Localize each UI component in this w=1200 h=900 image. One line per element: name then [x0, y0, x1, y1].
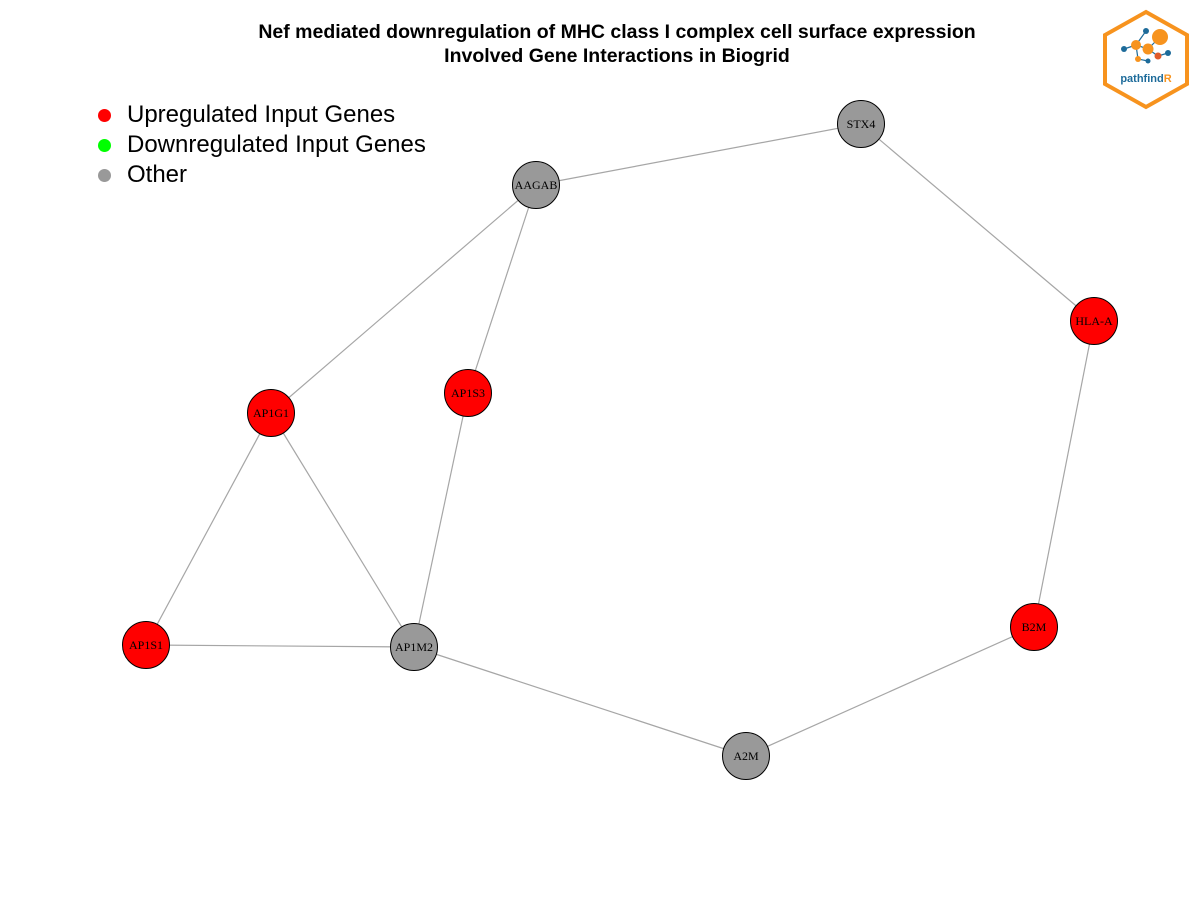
node-a2m: A2M: [722, 732, 770, 780]
node-circle-ap1s3: [444, 369, 492, 417]
node-label-ap1g1: AP1G1: [253, 406, 289, 420]
node-circle-ap1m2: [390, 623, 438, 671]
edge-aagab-ap1g1: [270, 184, 537, 414]
node-label-hla-a: HLA-A: [1075, 314, 1113, 328]
node-circle-ap1s1: [122, 621, 170, 669]
svg-text:pathfindR: pathfindR: [1120, 73, 1171, 85]
edge-ap1g1-ap1s1: [145, 412, 272, 646]
legend-item-upregulated: Upregulated Input Genes: [98, 100, 426, 130]
legend-label-other: Other: [127, 161, 188, 188]
legend-label-upregulated: Upregulated Input Genes: [127, 101, 396, 128]
legend-label-downregulated: Downregulated Input Genes: [127, 131, 426, 158]
node-label-aagab: AAGAB: [515, 178, 558, 192]
logo-text-main: pathfind: [1120, 73, 1163, 85]
edge-ap1g1-ap1m2: [270, 412, 415, 648]
node-circle-aagab: [512, 161, 560, 209]
node-stx4: STX4: [837, 100, 885, 148]
edge-ap1s1-ap1m2: [145, 644, 415, 648]
node-b2m: B2M: [1010, 603, 1058, 651]
legend: Upregulated Input Genes Downregulated In…: [98, 100, 426, 190]
node-label-b2m: B2M: [1022, 620, 1047, 634]
node-circle-ap1g1: [247, 389, 295, 437]
logo-text-accent: R: [1164, 73, 1172, 85]
legend-dot-upregulated: [98, 108, 111, 122]
edge-aagab-stx4: [535, 123, 862, 186]
node-circle-a2m: [722, 732, 770, 780]
node-hla-a: HLA-A: [1070, 297, 1118, 345]
node-aagab: AAGAB: [512, 161, 560, 209]
edge-b2m-a2m: [745, 626, 1035, 757]
edge-hla-a-b2m: [1033, 320, 1095, 628]
edge-layer: [145, 123, 1095, 757]
edge-aagab-ap1s3: [467, 184, 537, 394]
node-circle-stx4: [837, 100, 885, 148]
legend-item-other: Other: [98, 160, 426, 190]
node-circle-hla-a: [1070, 297, 1118, 345]
node-label-ap1m2: AP1M2: [395, 640, 433, 654]
legend-dot-other: [98, 168, 111, 182]
node-ap1s3: AP1S3: [444, 369, 492, 417]
node-label-ap1s1: AP1S1: [129, 638, 163, 652]
edge-a2m-ap1m2: [413, 646, 747, 757]
chart-title: Nef mediated downregulation of MHC class…: [0, 20, 1200, 68]
node-label-ap1s3: AP1S3: [451, 386, 485, 400]
node-label-stx4: STX4: [847, 117, 876, 131]
edge-stx4-hla-a: [860, 123, 1095, 322]
node-ap1g1: AP1G1: [247, 389, 295, 437]
node-ap1s1: AP1S1: [122, 621, 170, 669]
edge-ap1s3-ap1m2: [413, 392, 469, 648]
legend-item-downregulated: Downregulated Input Genes: [98, 130, 426, 160]
legend-dot-downregulated: [98, 138, 111, 152]
node-ap1m2: AP1M2: [390, 623, 438, 671]
node-label-a2m: A2M: [733, 749, 759, 763]
pathfindr-logo: pathfindR: [1102, 9, 1190, 110]
node-circle-b2m: [1010, 603, 1058, 651]
chart-title-line1: Nef mediated downregulation of MHC class…: [258, 21, 976, 43]
chart-title-line2: Involved Gene Interactions in Biogrid: [444, 45, 790, 67]
